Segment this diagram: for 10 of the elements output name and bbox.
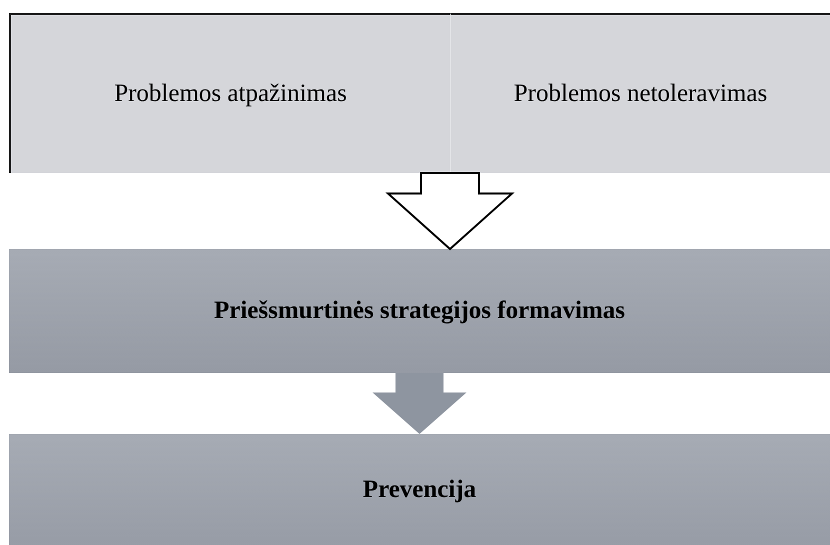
box-label: Problemos netoleravimas [514,80,768,108]
box-label: Priešsmurtinės strategijos formavimas [214,297,625,325]
box-label: Prevencija [362,476,476,504]
block-arrow [372,373,466,434]
box-label: Problemos atpažinimas [114,80,347,108]
process-box [9,13,450,173]
block-arrow [385,172,515,250]
process-box [9,249,830,373]
process-box [9,434,830,545]
process-box [450,13,830,173]
